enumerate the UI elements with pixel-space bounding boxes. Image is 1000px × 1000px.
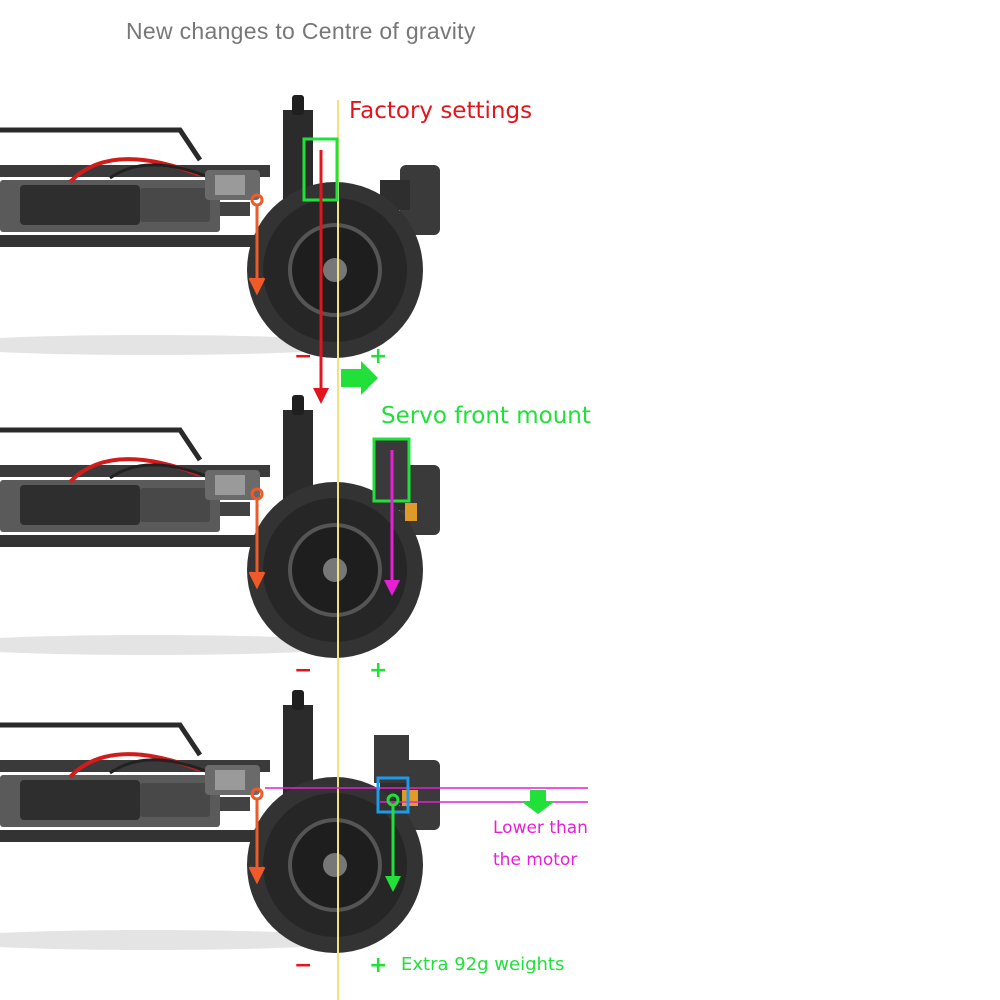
extra-weights-label: Extra 92g weights bbox=[401, 954, 565, 975]
lower-than-motor-label-line1: Lower than bbox=[493, 818, 588, 838]
front-axle-cog-arrows bbox=[248, 193, 266, 885]
minus-sign-panel-2: − bbox=[294, 658, 313, 683]
minus-sign-panel-1: − bbox=[294, 344, 313, 369]
factory-settings-label: Factory settings bbox=[349, 98, 533, 124]
page-title: New changes to Centre of gravity bbox=[126, 18, 476, 44]
car-chassis-panel-1 bbox=[0, 95, 440, 358]
minus-sign-panel-3: − bbox=[294, 953, 313, 978]
plus-sign-panel-1: + bbox=[369, 344, 388, 369]
lower-than-motor-label-line2: the motor bbox=[493, 850, 578, 870]
car-chassis-panel-2 bbox=[0, 395, 440, 658]
car-chassis-panel-3 bbox=[0, 690, 440, 953]
green-arrow-right-icon bbox=[341, 361, 378, 395]
servo-front-mount-label: Servo front mount bbox=[381, 403, 591, 429]
plus-sign-panel-2: + bbox=[369, 658, 388, 683]
green-arrow-down-icon bbox=[522, 790, 554, 814]
plus-sign-panel-3: + bbox=[369, 953, 388, 978]
